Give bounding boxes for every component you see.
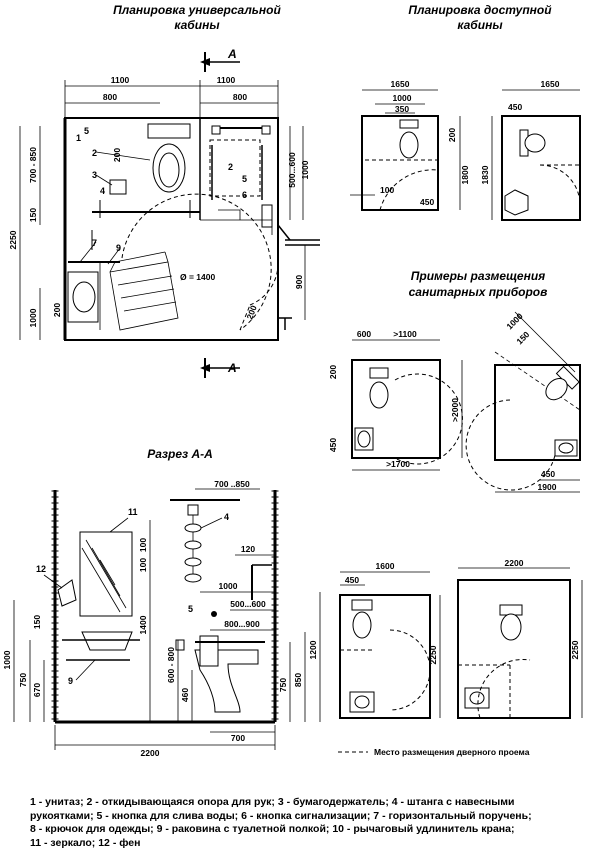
bot-dim-450: 450 [345,575,359,585]
ex-dim-150-diag: 150 [514,329,531,346]
label-5: 5 [84,126,89,136]
label-9: 9 [116,243,121,253]
universal-cabin-plan: А А 1100 1100 800 800 2250 700 - 850 150… [8,47,320,378]
acc-dim-1830: 1830 [480,165,490,184]
ex-dim-1100: >1100 [393,329,417,339]
section-mark-top: А [227,47,237,61]
dim-1100-right: 1100 [217,75,236,85]
dim-1000: 1000 [28,308,38,327]
label-6: 6 [242,190,247,200]
label-7: 7 [92,238,97,248]
sec-dim-700-850: 700 ..850 [214,479,250,489]
title-accessible-line2: кабины [457,18,503,32]
sec-dim-120: 120 [241,544,255,554]
label-5-section: 5 [188,604,193,614]
sec-dim-1400: 1400 [138,615,148,634]
ex-dim-2000: >2000 [450,398,460,422]
acc-dim-1800: 1800 [460,165,470,184]
dim-900: 900 [294,275,304,289]
circle-diameter: Ø = 1400 [180,272,215,282]
label-2-right: 2 [228,162,233,172]
dim-1000-right: 1000 [300,160,310,179]
ex-dim-200: 200 [328,365,338,379]
label-11: 11 [128,507,138,517]
sec-dim-1000-left: 1000 [2,650,12,669]
wheelchair-outline [109,251,179,331]
dim-700-850: 700 - 850 [28,147,38,183]
example-plans: 600 >1100 200 >2000 450 >1700 1000 150 4… [328,311,581,493]
acc-dim-1650: 1650 [391,79,410,89]
legend: 1 - унитаз; 2 - откидывающаяся опора для… [30,796,590,850]
sec-dim-2200: 2200 [141,748,160,758]
legend-line-2: рукоятками; 5 - кнопка для слива воды; 6… [30,809,532,822]
acc-dim-200: 200 [447,128,457,142]
sec-dim-750-right: 750 [278,678,288,692]
bot-dim-2250-b: 2250 [570,640,580,659]
sec-dim-600-800: 600 - 800 [166,647,176,683]
acc-dim-350: 350 [395,104,409,114]
dim-2250: 2250 [8,230,18,249]
acc-dim-100: 100 [380,185,394,195]
dim-1100-left: 1100 [111,75,130,85]
label-9-section: 9 [68,676,73,686]
sec-dim-700: 700 [231,733,245,743]
title-examples-line2: санитарных приборов [409,285,548,299]
title-section: Разрез А-А [147,447,213,461]
door-note: Место размещения дверного проема [374,747,530,757]
section-a-a: 11 700 ..850 12 150 9 1000 750 670 100 1… [2,479,321,758]
section-mark-bottom: А [227,361,237,375]
label-4-section: 4 [224,512,229,522]
sec-dim-100-a: 100 [138,558,148,572]
bottom-example-plans: 1600 450 2250 2200 2250 [339,558,583,719]
dim-800-left: 800 [103,92,117,102]
label-1: 1 [76,133,81,143]
sec-dim-460: 460 [180,688,190,702]
label-3: 3 [92,170,97,180]
sec-dim-850: 850 [293,673,303,687]
label-5-right: 5 [242,174,247,184]
label-4: 4 [100,186,105,196]
acc-dim-1000: 1000 [393,93,412,103]
ex-dim-450-b: 450 [541,469,555,479]
title-universal-line1: Планировка универсальной [113,3,281,17]
sec-dim-800-900: 800...900 [224,619,260,629]
sec-dim-150: 150 [32,615,42,629]
bot-dim-2200: 2200 [505,558,524,568]
sec-dim-100-b: 100 [138,538,148,552]
acc-dim-450-b: 450 [508,102,522,112]
legend-line-4: 11 - зеркало; 12 - фен [30,836,141,849]
title-accessible-line1: Планировка доступной [408,3,552,17]
ex-dim-600: 600 [357,329,371,339]
dim-500-600: 500...600 [287,152,297,188]
accessible-cabin-plans: 1650 1000 350 200 1800 100 450 1650 450 … [350,79,581,221]
bot-dim-1600: 1600 [376,561,395,571]
door-dim-200: 200 [244,304,258,321]
bot-dim-2250-a: 2250 [428,645,438,664]
acc-dim-450: 450 [420,197,434,207]
title-universal-line2: кабины [174,18,220,32]
ex-dim-450: 450 [328,438,338,452]
ex-dim-1000-diag: 1000 [504,311,525,332]
label-2: 2 [92,148,97,158]
sec-dim-500-600: 500...600 [230,599,266,609]
acc-dim-1650-b: 1650 [541,79,560,89]
label-12: 12 [36,564,46,574]
sec-dim-1000: 1000 [219,581,238,591]
ex-dim-1700: >1700 [386,459,410,469]
legend-line-1: 1 - унитаз; 2 - откидывающаяся опора для… [30,796,515,808]
sec-dim-670: 670 [32,683,42,697]
sec-dim-750-left: 750 [18,673,28,687]
dim-200: 200 [52,303,62,317]
legend-line-3: 8 - крючок для одежды; 9 - раковина с ту… [30,823,515,835]
sec-dim-1200: 1200 [308,640,318,659]
dim-800-right: 800 [233,92,247,102]
title-examples-line1: Примеры размещения [411,269,546,283]
dim-150: 150 [28,208,38,222]
ex-dim-1900: 1900 [538,482,557,492]
